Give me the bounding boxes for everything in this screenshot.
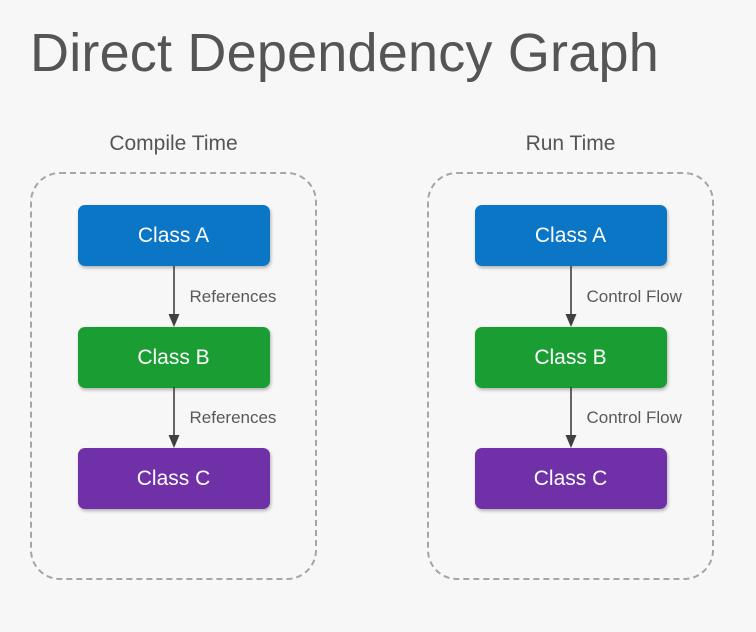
panel-run-time: Run Time Class A Control Flow Class B Co… bbox=[427, 132, 714, 580]
node-class-b-run-time[interactable]: Class B bbox=[474, 327, 667, 388]
node-class-c-compile-time[interactable]: Class C bbox=[77, 448, 270, 509]
node-stack-run-time: Class A Control Flow Class B Control Flo… bbox=[427, 205, 714, 540]
arrow-label-a-to-b-run-time: Control Flow bbox=[586, 287, 682, 306]
arrow-label-a-to-b-compile-time: References bbox=[189, 287, 277, 306]
node-class-c-run-time[interactable]: Class C bbox=[474, 448, 667, 509]
page-title: Direct Dependency Graph bbox=[30, 23, 659, 83]
node-class-a-run-time[interactable]: Class A bbox=[474, 205, 667, 266]
panel-frame-compile-time bbox=[30, 172, 317, 580]
arrow-a-to-b-run-time bbox=[551, 266, 591, 327]
arrow-a-to-b-compile-time bbox=[154, 266, 194, 327]
node-class-b-compile-time[interactable]: Class B bbox=[77, 327, 270, 388]
panel-heading-run-time: Run Time bbox=[525, 132, 616, 155]
arrow-label-b-to-c-run-time: Control Flow bbox=[586, 408, 682, 427]
arrow-b-to-c-compile-time bbox=[154, 387, 194, 448]
panel-compile-time: Compile Time Class A References Class B … bbox=[30, 132, 317, 580]
panel-frame-run-time bbox=[427, 172, 714, 580]
panel-heading-compile-time: Compile Time bbox=[109, 132, 238, 155]
node-stack-compile-time: Class A References Class B References Cl… bbox=[30, 205, 317, 540]
arrow-b-to-c-run-time bbox=[551, 387, 591, 448]
node-class-a-compile-time[interactable]: Class A bbox=[77, 205, 270, 266]
arrow-label-b-to-c-compile-time: References bbox=[189, 408, 277, 427]
